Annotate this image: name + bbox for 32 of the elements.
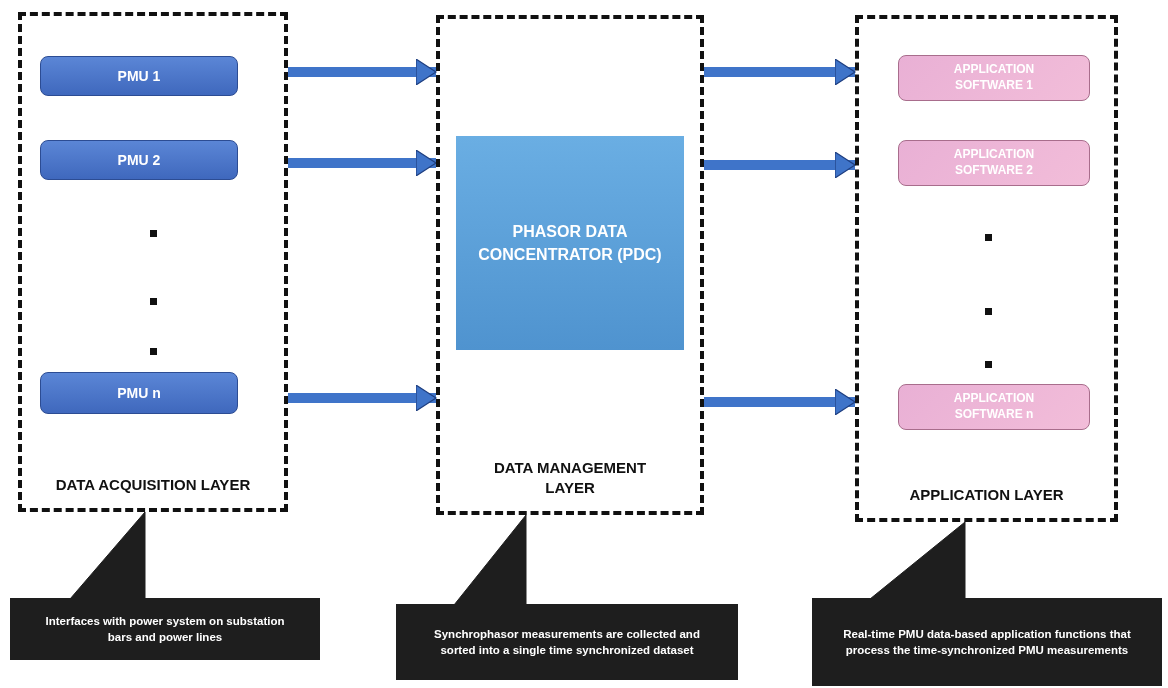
callout-text: Synchrophasor measurements are collected and sorted into a single time synchronized dataset <box>433 626 701 658</box>
layer-title: DATA ACQUISITION LAYER <box>54 474 252 494</box>
callout-text: Interfaces with power system on substation bars and power lines <box>44 613 286 645</box>
pmu-box <box>40 140 238 180</box>
box-label: APPLICATION SOFTWARE n <box>952 391 1036 423</box>
layer-title: APPLICATION LAYER <box>908 484 1065 504</box>
dashed-layer-frame <box>18 12 288 512</box>
callout-text: Real-time PMU data-based application functions that process the time-synchronized PMU measurements <box>842 626 1132 658</box>
box-label: APPLICATION SOFTWARE 2 <box>952 147 1036 179</box>
pmu-box <box>40 372 238 414</box>
dashed-layer-frame <box>436 15 704 515</box>
callout-pointer <box>453 514 527 606</box>
block-arrow <box>704 388 856 416</box>
block-arrow <box>288 384 437 412</box>
application-box <box>898 384 1090 430</box>
block-arrow <box>704 151 856 179</box>
application-box <box>898 55 1090 101</box>
block-arrow <box>288 58 437 86</box>
box-label: APPLICATION SOFTWARE 1 <box>952 62 1036 94</box>
layer-title: DATA MANAGEMENT LAYER <box>492 458 648 497</box>
concentrator-box <box>456 136 684 350</box>
box-label: PHASOR DATA CONCENTRATOR (PDC) <box>477 221 663 265</box>
box-label: PMU 1 <box>117 68 161 84</box>
callout-pointer <box>69 511 146 600</box>
pmu-box <box>40 56 238 96</box>
box-label: PMU 2 <box>117 152 161 168</box>
block-arrow <box>704 58 856 86</box>
block-arrow <box>288 149 437 177</box>
box-label: PMU n <box>117 385 161 401</box>
application-box <box>898 140 1090 186</box>
dashed-layer-frame <box>855 15 1118 522</box>
callout-pointer <box>869 521 966 600</box>
